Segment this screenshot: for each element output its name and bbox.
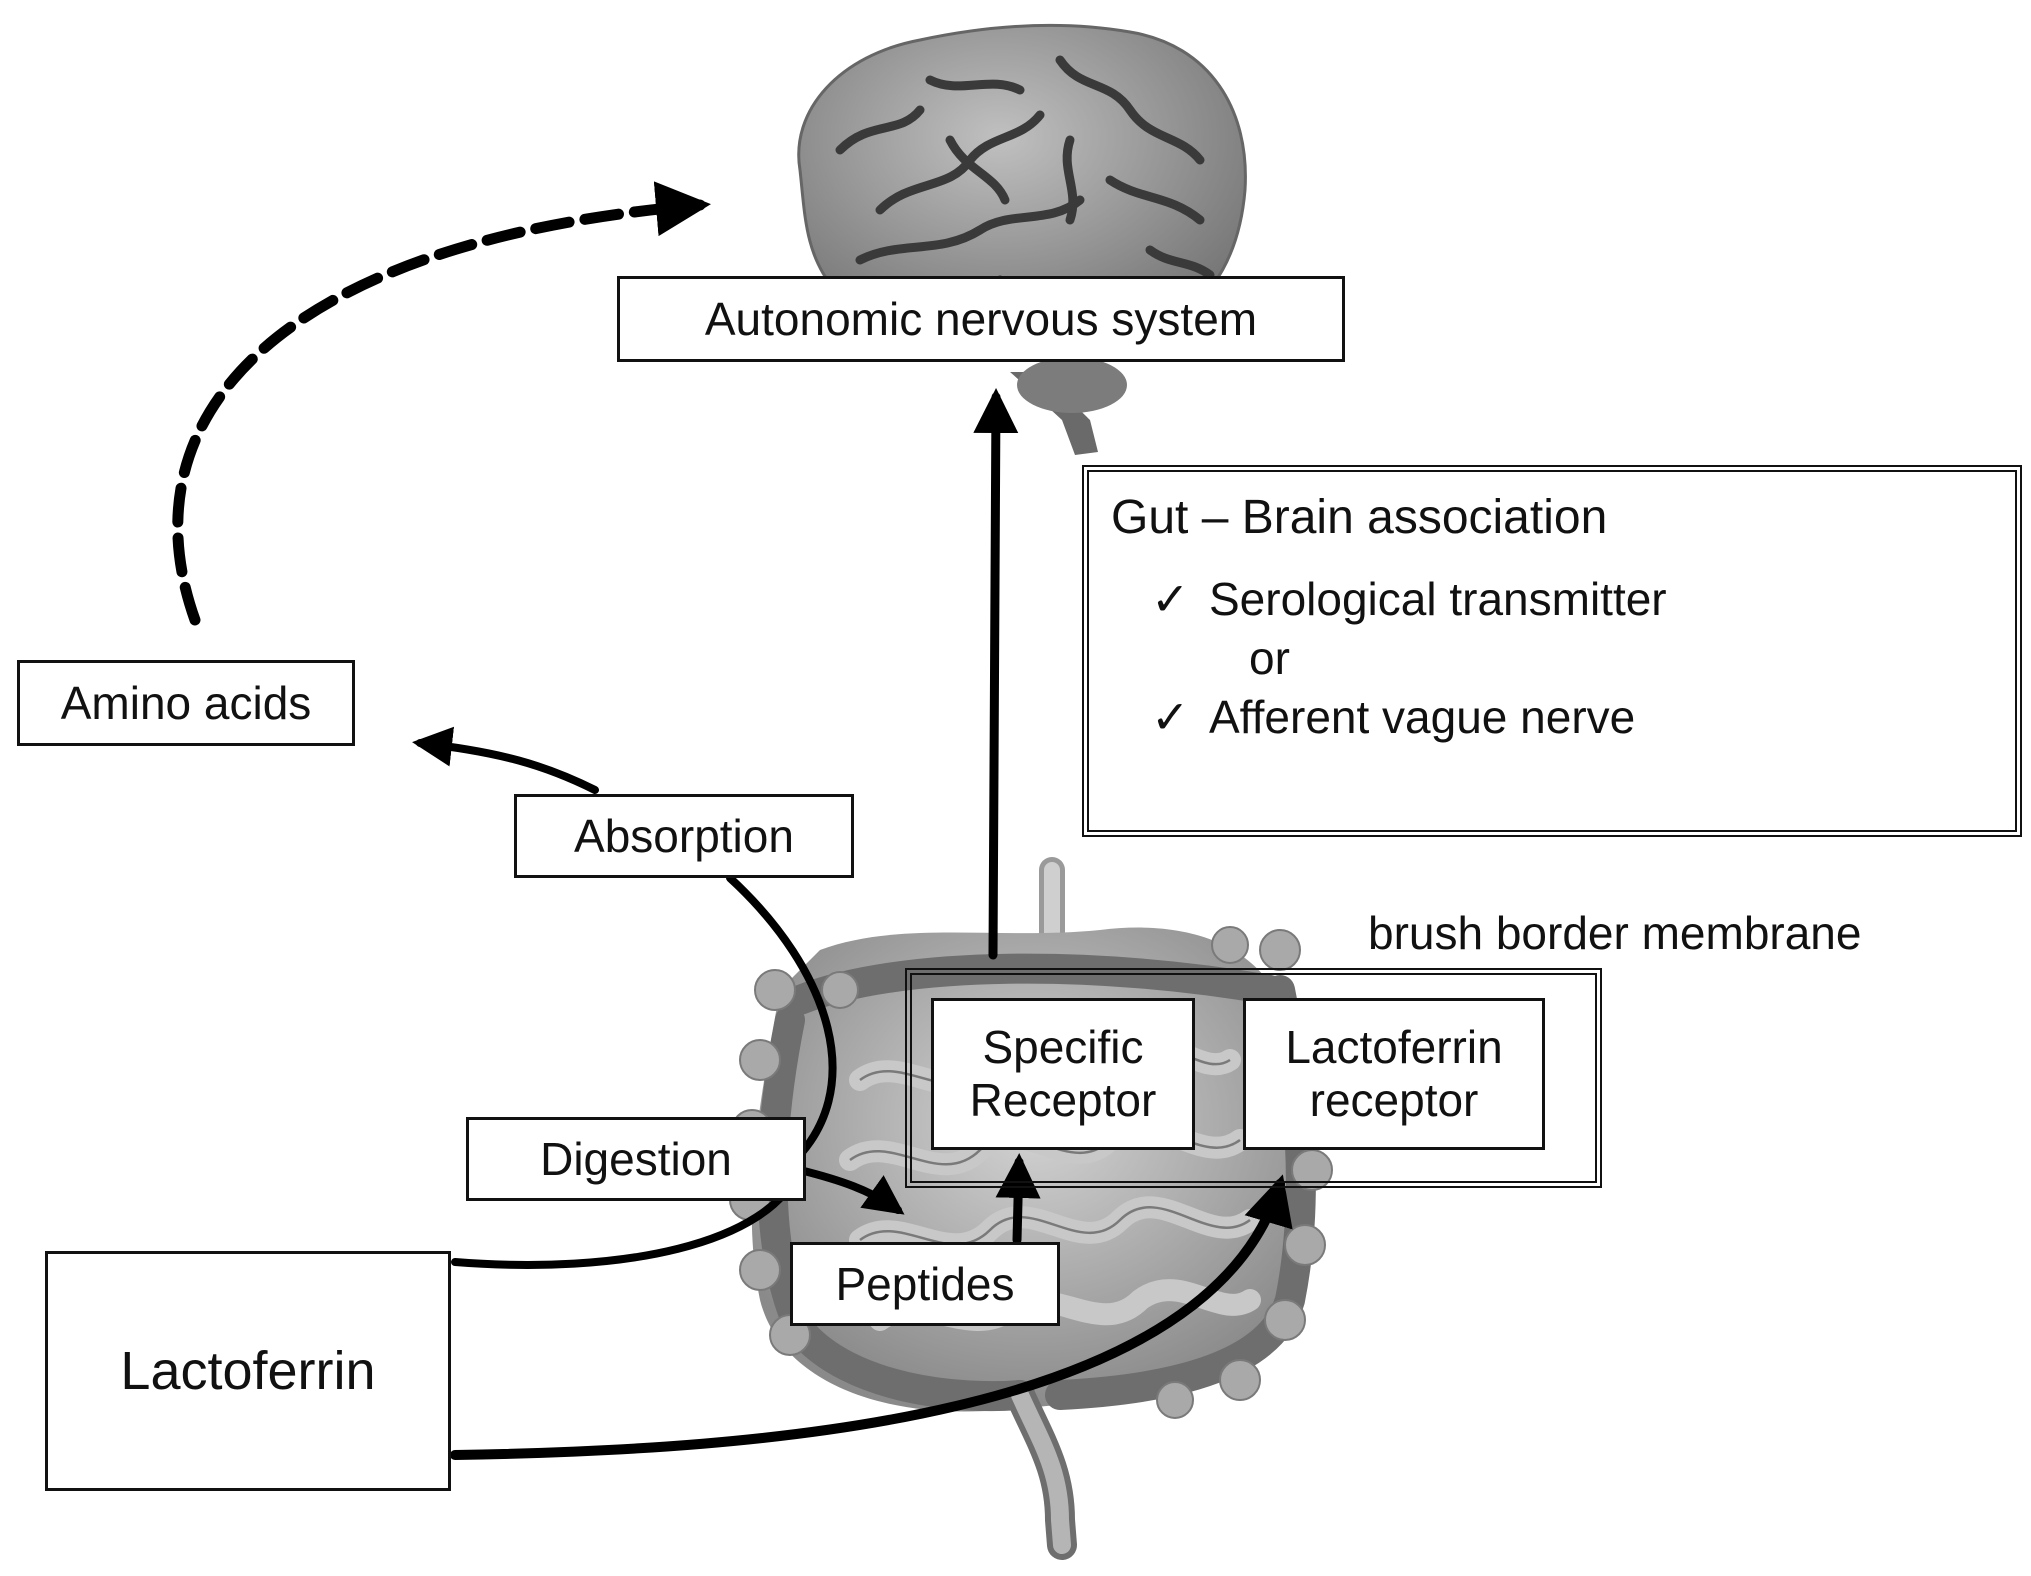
digestion-box: Digestion bbox=[466, 1117, 806, 1201]
digestion-to-peptides-arrow bbox=[796, 1166, 905, 1215]
peptides-box: Peptides bbox=[790, 1242, 1060, 1326]
absorption-arrow bbox=[412, 726, 599, 794]
digestion-label: Digestion bbox=[540, 1132, 732, 1185]
digestion-to-absorption-curve bbox=[726, 874, 837, 1169]
peptides-label: Peptides bbox=[835, 1257, 1015, 1310]
peptides-to-specific-receptor-arrow bbox=[995, 1153, 1041, 1245]
check-item-vagus: ✓ Afferent vague nerve bbox=[1151, 691, 1993, 744]
specific-receptor-box: Specific Receptor bbox=[931, 998, 1195, 1150]
lactoferrin-box: Lactoferrin bbox=[45, 1251, 451, 1491]
gut-brain-association-panel: Gut – Brain association ✓ Serological tr… bbox=[1082, 465, 2022, 837]
absorption-label: Absorption bbox=[574, 809, 794, 862]
check-icon: ✓ bbox=[1151, 690, 1190, 743]
specific-receptor-line1: Specific bbox=[982, 1021, 1144, 1074]
receptor-to-autonomic-arrow bbox=[973, 388, 1019, 960]
gut-brain-title: Gut – Brain association bbox=[1111, 491, 1608, 544]
specific-receptor-line2: Receptor bbox=[969, 1074, 1157, 1126]
brush-border-membrane-box bbox=[905, 968, 1602, 1188]
check-item-serological-label: Serological transmitter bbox=[1209, 573, 1667, 626]
dashed-arrow-to-brain bbox=[172, 181, 711, 626]
amino-acids-label: Amino acids bbox=[60, 676, 312, 729]
autonomic-nervous-system-label: Autonomic nervous system bbox=[704, 292, 1258, 345]
brain-illustration bbox=[797, 23, 1247, 455]
amino-acids-box: Amino acids bbox=[17, 660, 355, 746]
check-icon: ✓ bbox=[1151, 573, 1190, 626]
check-item-vagus-label: Afferent vague nerve bbox=[1209, 690, 1636, 743]
or-connector: or bbox=[1249, 632, 1290, 685]
lactoferrin-label: Lactoferrin bbox=[120, 1340, 376, 1401]
check-item-serological: ✓ Serological transmitter bbox=[1151, 573, 1993, 626]
lactoferrin-to-lf-receptor-arrow bbox=[450, 1174, 1293, 1460]
brush-border-membrane-label: brush border membrane bbox=[1368, 907, 1862, 959]
lactoferrin-receptor-line1: Lactoferrin bbox=[1285, 1021, 1503, 1074]
absorption-box: Absorption bbox=[514, 794, 854, 878]
lactoferrin-receptor-box: Lactoferrin receptor bbox=[1243, 998, 1545, 1150]
lactoferrin-receptor-line2: receptor bbox=[1309, 1074, 1479, 1126]
autonomic-nervous-system-box: Autonomic nervous system bbox=[617, 276, 1345, 362]
